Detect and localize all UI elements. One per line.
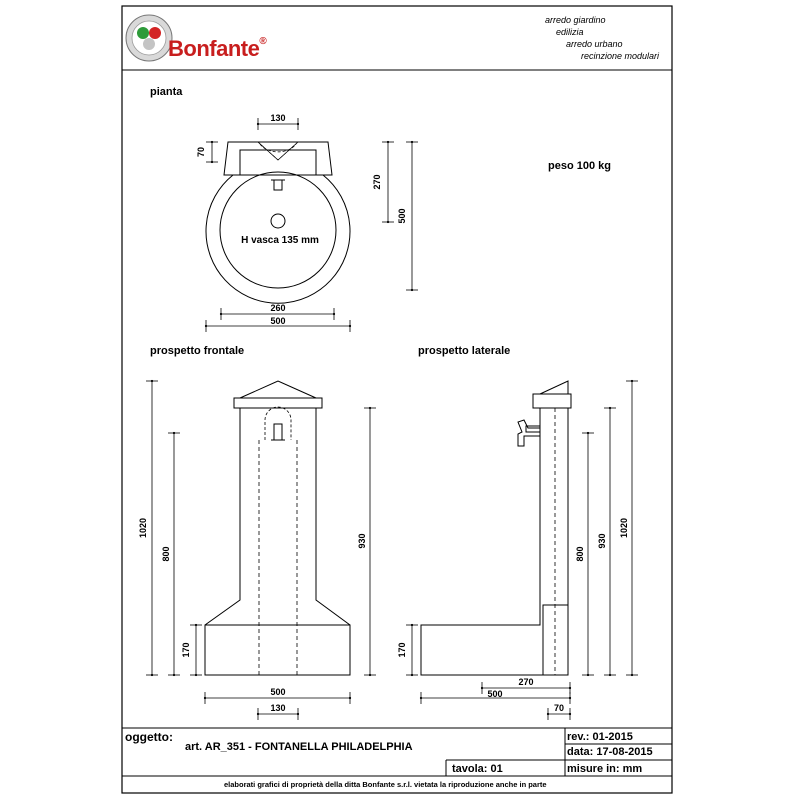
plan-dimensions [204, 118, 418, 332]
tagline-1: arredo giardino [545, 15, 606, 25]
front-dimensions [146, 379, 376, 720]
dim-front-base-width: 500 [270, 687, 285, 697]
date: data: 17-08-2015 [567, 746, 653, 758]
dim-side-column-depth: 70 [554, 703, 564, 713]
dim-side-base-height: 170 [397, 642, 407, 657]
revision: rev.: 01-2015 [567, 731, 633, 743]
brand-logo: Bonfante® [168, 36, 267, 62]
side-view [420, 380, 572, 676]
dim-plan-inner-height: 270 [372, 174, 382, 189]
view-label-side: prospetto laterale [418, 345, 511, 357]
dim-side-depth-500: 500 [487, 689, 502, 699]
sheet-frame [121, 5, 673, 794]
front-view [204, 380, 351, 676]
dim-plan-total-width: 500 [270, 316, 285, 326]
tagline-3: arredo urbano [566, 39, 623, 49]
tagline-2: edilizia [556, 27, 584, 37]
registered-mark: ® [259, 36, 267, 47]
object-label: oggetto: [125, 730, 173, 744]
article-title: art. AR_351 - FONTANELLA PHILADELPHIA [185, 741, 413, 753]
dim-side-spout-height: 800 [575, 546, 585, 561]
dimension-labels: 130 70 270 500 260 500 1020 800 170 930 … [138, 113, 629, 713]
dim-side-total-height: 1020 [619, 518, 629, 538]
brand-name: Bonfante [168, 36, 260, 61]
basin-height-note: H vasca 135 mm [241, 235, 319, 246]
sheet-number: tavola: 01 [452, 763, 503, 775]
dim-front-spout-height: 800 [161, 546, 171, 561]
dim-front-base-height: 170 [181, 642, 191, 657]
dim-side-depth-270: 270 [518, 677, 533, 687]
dim-side-column-height: 930 [597, 533, 607, 548]
weight-note: peso 100 kg [548, 160, 611, 172]
view-label-front: prospetto frontale [150, 345, 245, 357]
dim-plan-top-width: 130 [270, 113, 285, 123]
dim-front-column-height: 930 [357, 533, 367, 548]
copyright-footer: elaborati grafici di proprietà della dit… [224, 780, 547, 789]
brand-seal [125, 14, 173, 62]
dim-plan-top-height: 70 [196, 147, 206, 157]
dim-front-total-height: 1020 [138, 518, 148, 538]
dim-plan-inner-width: 260 [270, 303, 285, 313]
plan-view [205, 141, 351, 304]
dim-front-column-width: 130 [270, 703, 285, 713]
units: misure in: mm [567, 763, 643, 775]
side-dimensions [406, 379, 638, 720]
dim-plan-total-height: 500 [397, 208, 407, 223]
tagline-4: recinzione modulari [581, 51, 660, 61]
view-label-plan: pianta [150, 86, 183, 98]
